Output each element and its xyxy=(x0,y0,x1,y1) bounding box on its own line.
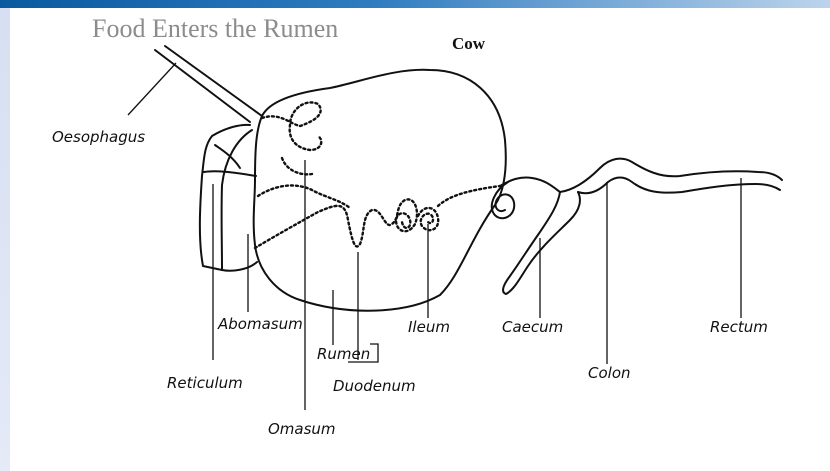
intestine-dotted xyxy=(255,199,417,248)
ileum-coil xyxy=(500,177,560,192)
omasum-dotted xyxy=(262,102,321,150)
colon-outline-top xyxy=(560,159,782,192)
label-oesophagus: Oesophagus xyxy=(52,128,145,146)
ileum-dotted xyxy=(418,186,500,230)
abomasum-outline xyxy=(222,262,257,271)
label-duodenum: Duodenum xyxy=(333,377,416,395)
oesophagus-tube xyxy=(155,50,250,122)
oesophagus-leader xyxy=(128,63,176,115)
oesophagus-tube-inner xyxy=(165,46,262,116)
rumen-outline xyxy=(254,70,506,311)
label-rectum: Rectum xyxy=(710,318,768,336)
reticulum-fold xyxy=(204,171,256,176)
label-abomasum: Abomasum xyxy=(217,315,303,333)
omasum-dotted-2 xyxy=(282,158,312,174)
rumen-inner-dotted xyxy=(258,185,350,208)
label-ileum: Ileum xyxy=(408,318,450,336)
label-caecum: Caecum xyxy=(502,318,563,336)
label-colon: Colon xyxy=(588,364,631,382)
label-rumen: Rumen xyxy=(317,345,370,363)
label-reticulum: Reticulum xyxy=(167,374,243,392)
label-omasum: Omasum xyxy=(268,420,336,438)
reticulum-outline xyxy=(200,125,252,270)
colon-outline-bottom xyxy=(578,178,780,194)
